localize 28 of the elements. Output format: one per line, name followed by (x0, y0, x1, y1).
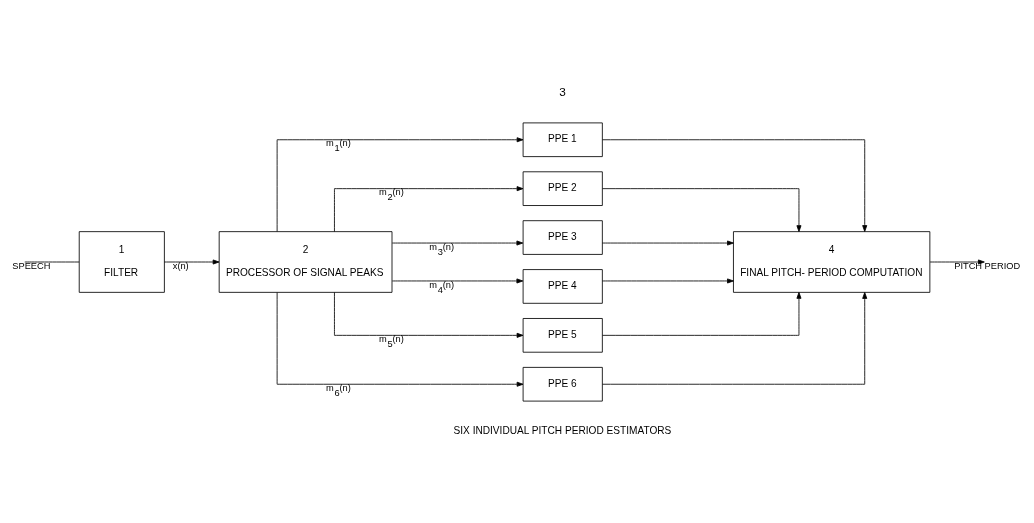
arrow (391, 277, 524, 283)
node-box: PPE 4 (522, 268, 603, 304)
node-box: PPE 1 (522, 122, 603, 157)
arrow (391, 240, 524, 245)
arrow (276, 136, 524, 232)
node-box: PPE 5 (522, 317, 603, 353)
arrow (164, 259, 220, 264)
arrow (602, 138, 868, 232)
label: SIX INDIVIDUAL PITCH PERIOD ESTIMATORS (453, 424, 672, 436)
arrow (602, 277, 734, 283)
arrow (334, 291, 524, 338)
node-box: PPE 2 (522, 170, 603, 206)
edge-label: x(n) (172, 260, 189, 271)
node-box: 4 FINAL PITCH- PERIOD COMPUTATION (733, 230, 931, 293)
arrow (929, 259, 985, 264)
arrow (602, 187, 802, 232)
arrow (602, 240, 734, 245)
node-box: 2 PROCESSOR OF SIGNAL PEAKS (218, 230, 393, 293)
node-box: PPE 6 (522, 366, 603, 402)
edge-label: SPEECH (12, 260, 51, 271)
node-box: 1 FILTER (78, 230, 165, 293)
arrow (602, 291, 802, 336)
arrow (602, 291, 868, 385)
edge-label: PITCH PERIOD (954, 260, 1021, 271)
arrow (276, 291, 524, 387)
label: 3 (559, 84, 566, 99)
arrow (334, 185, 524, 232)
node-box: PPE 3 (522, 219, 603, 255)
